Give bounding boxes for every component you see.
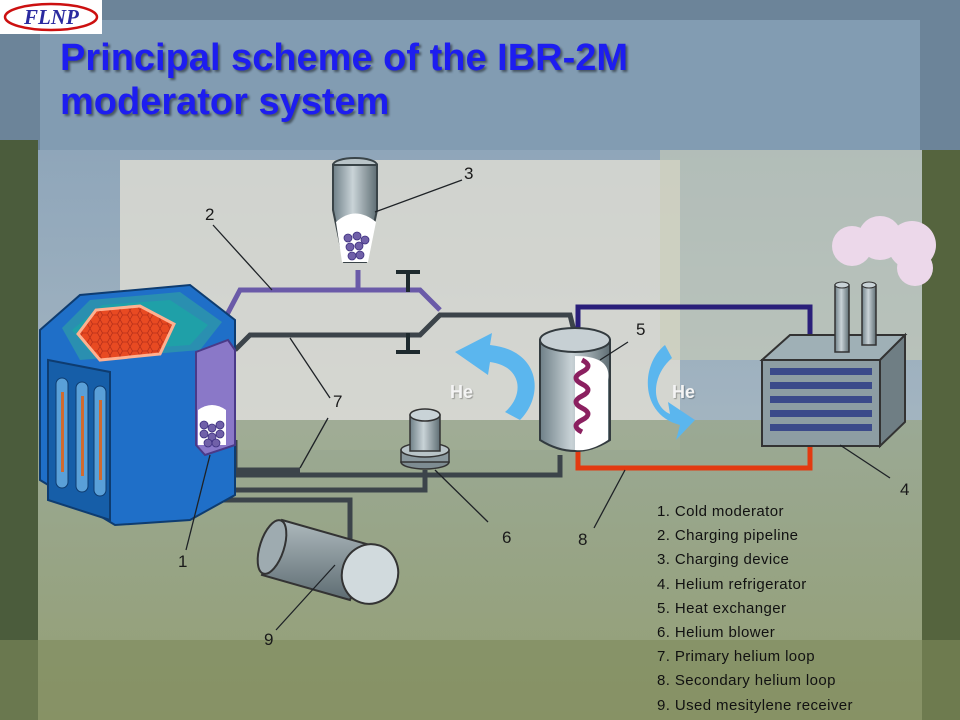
helium-label-left: He <box>450 382 474 402</box>
valves <box>396 270 420 354</box>
legend-item: 2. Charging pipeline <box>657 527 799 545</box>
flow-arrow-right-icon <box>647 345 695 440</box>
mesitylene-receiver <box>256 518 400 605</box>
callout-1: 1 <box>178 552 188 571</box>
reactor-assembly <box>39 283 236 527</box>
flnp-logo: FLNP <box>0 0 102 34</box>
callout-3: 3 <box>464 164 474 183</box>
heat-exchanger <box>539 327 611 452</box>
charging-device <box>332 157 378 263</box>
legend-item: 3. Charging device <box>657 551 790 569</box>
primary-helium-loop-7 <box>212 312 578 540</box>
legend-list: 1. Cold moderator 2. Charging pipeline 3… <box>657 500 853 718</box>
charging-pipeline-2 <box>217 270 442 330</box>
callout-leader-lines <box>185 179 891 631</box>
secondary-helium-loop-8 <box>575 304 813 471</box>
legend-item: 8. Secondary helium loop <box>657 672 836 690</box>
legend-item: 5. Heat exchanger <box>657 599 787 617</box>
flow-arrow-left-icon <box>455 333 535 420</box>
legend-item: 7. Primary helium loop <box>657 648 816 666</box>
steam-cloud <box>832 216 936 286</box>
legend-item: 6. Helium blower <box>657 623 776 641</box>
helium-refrigerator <box>759 216 936 449</box>
heat-exchanger-coil <box>573 357 591 435</box>
page-title: Principal scheme of the IBR-2M moderator… <box>60 36 920 124</box>
moderator-pellets <box>199 420 225 448</box>
svg-text:FLNP: FLNP <box>23 5 79 29</box>
helium-label-right: He <box>672 382 696 402</box>
callout-5: 5 <box>636 320 646 339</box>
callout-8: 8 <box>578 530 588 549</box>
callout-7: 7 <box>333 392 343 411</box>
helium-flow-arrows <box>455 333 695 440</box>
callout-4: 4 <box>900 480 910 499</box>
callout-2: 2 <box>205 205 215 224</box>
title-line-2: moderator system <box>60 81 390 123</box>
callout-9: 9 <box>264 630 274 649</box>
legend-item: 9. Used mesitylene receiver <box>657 696 853 714</box>
title-line-1: Principal scheme of the IBR-2M <box>60 37 629 79</box>
legend-item: 1. Cold moderator <box>657 503 784 520</box>
callout-6: 6 <box>502 528 512 547</box>
helium-blower <box>400 408 450 470</box>
legend-item: 4. Helium refrigerator <box>657 575 807 593</box>
